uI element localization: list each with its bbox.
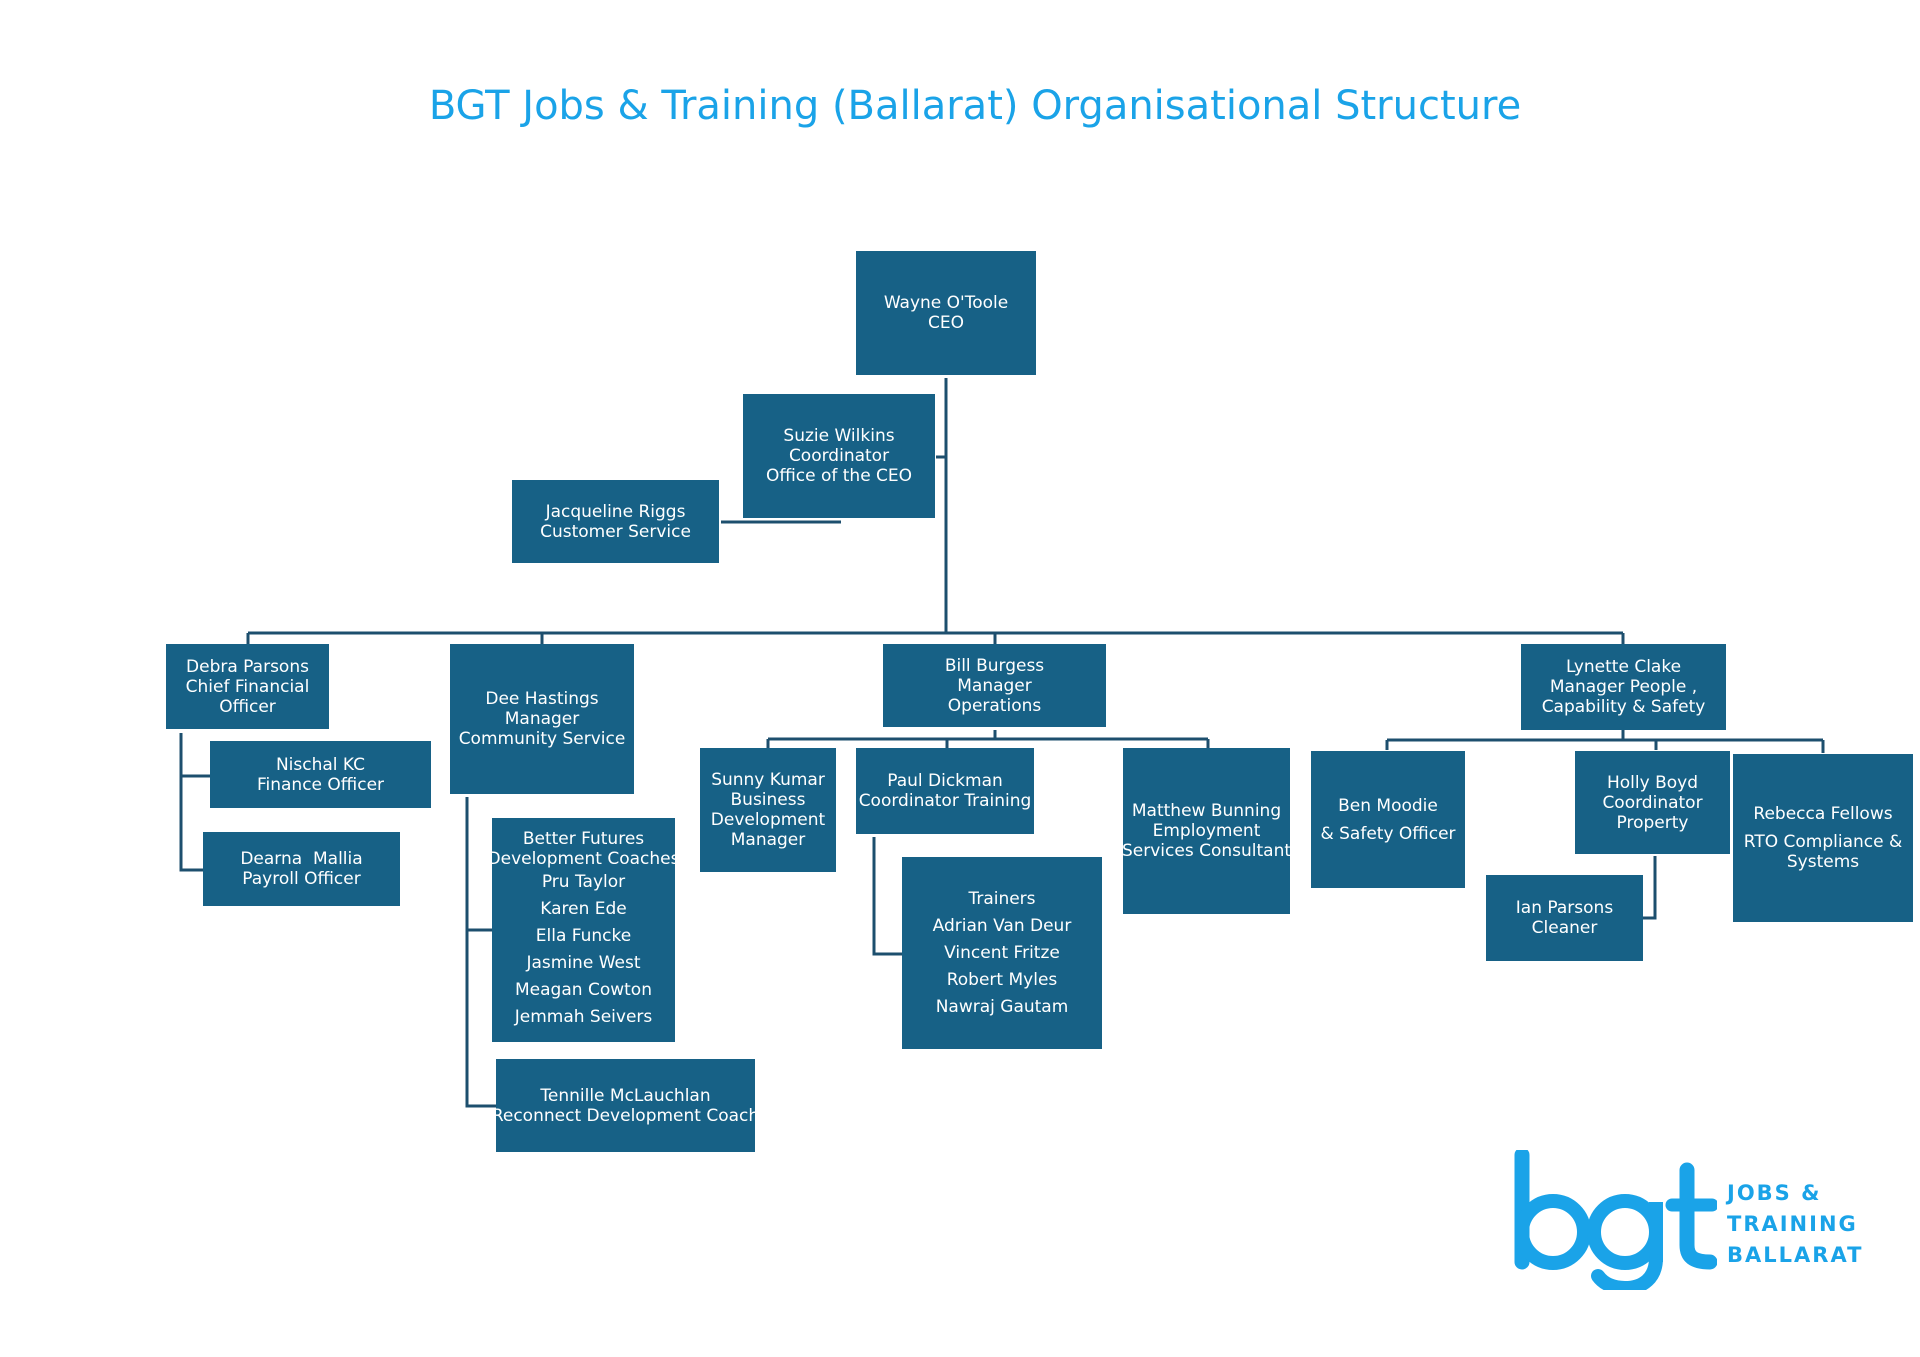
box-cleaner: Ian Parsons Cleaner	[1486, 875, 1643, 961]
logo-line-2: TRAINING	[1727, 1212, 1858, 1236]
box-property-coordinator: Holly Boyd Coordinator Property	[1575, 751, 1730, 854]
operations-manager-dept: Operations	[947, 695, 1042, 716]
property-coordinator-role-line1: Coordinator	[1602, 792, 1703, 813]
better-futures-member: Pru Taylor	[541, 872, 626, 892]
community-manager-name: Dee Hastings	[485, 689, 599, 709]
cfo-role-line1: Chief Financial	[185, 676, 310, 697]
box-finance-officer: Nischal KC Finance Officer	[210, 741, 431, 808]
better-futures-member: Karen Ede	[540, 899, 627, 919]
box-rto-compliance: Rebecca Fellows RTO Compliance & Systems	[1733, 754, 1913, 922]
better-futures-member: Jemmah Seivers	[514, 1007, 653, 1027]
customer-service-name: Jacqueline Riggs	[545, 501, 686, 522]
employment-consultant-name: Matthew Bunning	[1131, 801, 1282, 821]
coordinator-training-role: Coordinator Training	[858, 791, 1032, 811]
finance-officer-name: Nischal KC	[275, 754, 366, 775]
better-futures-member: Meagan Cowton	[515, 980, 652, 1000]
box-ceo: Wayne O'Toole CEO	[856, 251, 1036, 375]
community-manager-role: Manager	[504, 709, 580, 729]
box-safety-officer: Ben Moodie & Safety Officer	[1311, 751, 1465, 888]
operations-manager-name: Bill Burgess	[944, 655, 1045, 676]
safety-officer-name: Ben Moodie	[1338, 795, 1438, 816]
cleaner-role: Cleaner	[1531, 918, 1598, 938]
connector-cfo-subtree	[179, 733, 204, 872]
box-community-manager: Dee Hastings Manager Community Service	[450, 644, 634, 794]
rto-compliance-role-line1: RTO Compliance &	[1743, 832, 1903, 852]
people-manager-name: Lynette Clake	[1565, 657, 1682, 677]
people-manager-role-line2: Capability & Safety	[1541, 697, 1706, 717]
employment-consultant-role-line1: Employment	[1152, 821, 1261, 841]
box-operations-manager: Bill Burgess Manager Operations	[883, 644, 1106, 727]
ceo-name: Wayne O'Toole	[883, 293, 1009, 313]
box-coordinator-ceo: Suzie Wilkins Coordinator Office of the …	[743, 394, 935, 518]
box-better-futures: Better Futures Development Coaches Pru T…	[488, 818, 680, 1042]
box-employment-consultant: Matthew Bunning Employment Services Cons…	[1122, 748, 1292, 914]
better-futures-subheading: Development Coaches	[487, 849, 680, 869]
community-manager-dept: Community Service	[458, 729, 626, 749]
page-title: BGT Jobs & Training (Ballarat) Organisat…	[428, 83, 1522, 129]
logo-line-3: BALLARAT	[1727, 1243, 1864, 1267]
box-payroll-officer: Dearna Mallia Payroll Officer	[203, 832, 400, 906]
box-customer-service: Jacqueline Riggs Customer Service	[512, 480, 719, 563]
reconnect-role: Reconnect Development Coach	[491, 1105, 760, 1126]
bgt-logo-mark	[1514, 1150, 1717, 1290]
reconnect-name: Tennille McLauchlan	[540, 1085, 711, 1106]
people-manager-role-line1: Manager People ,	[1549, 677, 1698, 697]
ceo-role: CEO	[928, 313, 964, 333]
customer-service-role: Customer Service	[540, 521, 691, 542]
trainer-name: Vincent Fritze	[944, 942, 1060, 963]
coordinator-training-name: Paul Dickman	[887, 771, 1003, 791]
trainer-name: Robert Myles	[946, 969, 1058, 990]
cleaner-name: Ian Parsons	[1515, 898, 1614, 918]
box-cfo: Debra Parsons Chief Financial Officer	[166, 644, 329, 729]
safety-officer-role: & Safety Officer	[1320, 823, 1456, 844]
coordinator-ceo-name: Suzie Wilkins	[783, 426, 895, 446]
business-dev-role-line2: Development	[710, 810, 826, 830]
bgt-logo: JOBS & TRAINING BALLARAT	[1512, 1150, 1862, 1300]
connector-cleaner	[1643, 856, 1657, 920]
connector-community-subtree	[465, 797, 496, 1108]
box-coordinator-training: Paul Dickman Coordinator Training	[856, 748, 1034, 834]
business-dev-role-line3: Manager	[730, 830, 806, 850]
employment-consultant-role-line2: Services Consultant	[1122, 841, 1292, 861]
better-futures-member: Jasmine West	[526, 953, 641, 973]
payroll-officer-name: Dearna Mallia	[240, 849, 363, 869]
coordinator-ceo-dept: Office of the CEO	[765, 466, 913, 486]
operations-manager-role: Manager	[957, 675, 1032, 696]
box-people-manager: Lynette Clake Manager People , Capabilit…	[1521, 644, 1726, 730]
finance-officer-role: Finance Officer	[256, 774, 385, 795]
property-coordinator-name: Holly Boyd	[1606, 772, 1698, 793]
better-futures-member: Ella Funcke	[535, 926, 632, 946]
cfo-role-line2: Officer	[219, 696, 276, 717]
trainer-name: Nawraj Gautam	[935, 996, 1069, 1017]
logo-line-1: JOBS &	[1727, 1181, 1822, 1205]
property-coordinator-role-line2: Property	[1616, 812, 1689, 833]
bgt-logo-text: JOBS & TRAINING BALLARAT	[1727, 1178, 1863, 1271]
box-trainers: Trainers Adrian Van Deur Vincent Fritze …	[902, 857, 1102, 1049]
better-futures-heading: Better Futures	[522, 829, 645, 849]
cfo-name: Debra Parsons	[186, 656, 309, 677]
business-dev-role-line1: Business	[730, 790, 806, 810]
box-business-dev: Sunny Kumar Business Development Manager	[700, 748, 836, 872]
rto-compliance-name: Rebecca Fellows	[1753, 804, 1893, 824]
rto-compliance-role-line2: Systems	[1786, 852, 1860, 872]
box-reconnect: Tennille McLauchlan Reconnect Developmen…	[492, 1059, 759, 1152]
payroll-officer-role: Payroll Officer	[242, 869, 361, 889]
coordinator-ceo-role: Coordinator	[788, 446, 890, 466]
trainers-heading: Trainers	[968, 888, 1036, 909]
connector-trainers	[872, 837, 902, 956]
business-dev-name: Sunny Kumar	[711, 770, 825, 790]
trainer-name: Adrian Van Deur	[932, 915, 1072, 936]
